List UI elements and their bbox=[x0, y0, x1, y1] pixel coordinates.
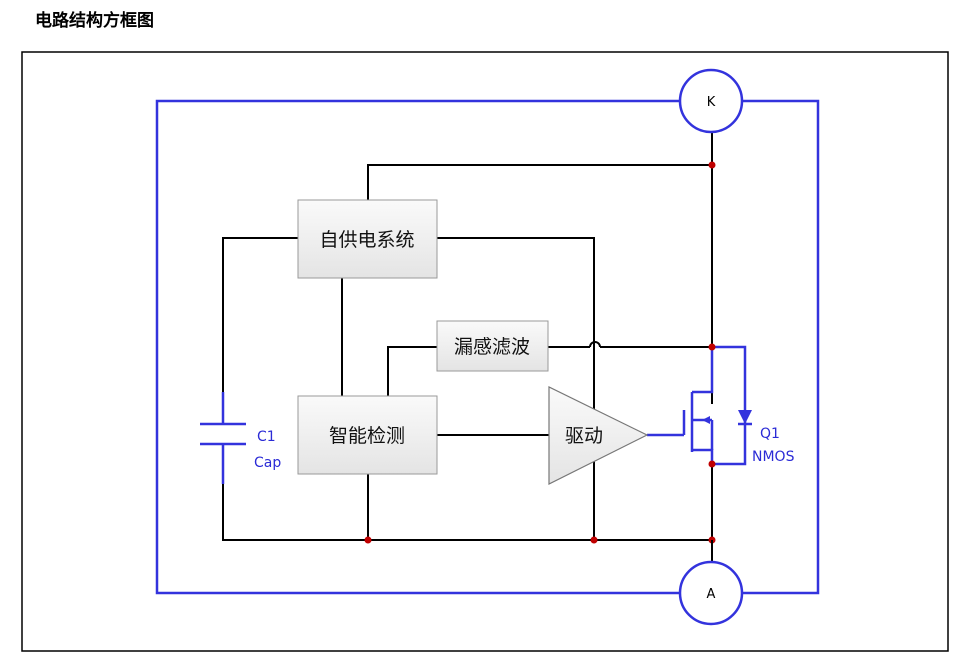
terminal-a-label: A bbox=[707, 587, 716, 602]
block-leak-filter: 漏感滤波 bbox=[436, 320, 549, 372]
block-self-power: 自供电系统 bbox=[297, 199, 438, 279]
transistor-type: NMOS bbox=[752, 449, 795, 465]
block-self-power-label: 自供电系统 bbox=[319, 229, 414, 251]
terminal-k-label: K bbox=[707, 95, 716, 110]
capacitor-c1 bbox=[200, 392, 246, 484]
diode-icon bbox=[738, 410, 752, 424]
block-smart-detect-label: 智能检测 bbox=[329, 425, 405, 447]
capacitor-type: Cap bbox=[254, 455, 281, 471]
terminal-k: K bbox=[678, 68, 744, 134]
mosfet-q1 bbox=[647, 345, 752, 466]
terminal-a: A bbox=[678, 560, 744, 626]
block-smart-detect: 智能检测 bbox=[297, 395, 438, 475]
page-title: 电路结构方框图 bbox=[35, 11, 154, 31]
block-driver-label: 驱动 bbox=[565, 425, 603, 447]
mosfet-arrow-icon bbox=[702, 416, 710, 424]
junction-dots bbox=[364, 161, 716, 544]
block-leak-filter-label: 漏感滤波 bbox=[454, 336, 530, 358]
capacitor-name: C1 bbox=[257, 429, 276, 445]
block-driver: 驱动 bbox=[548, 386, 649, 485]
diagram-frame bbox=[21, 51, 949, 652]
blue-loop-wires bbox=[155, 99, 820, 595]
transistor-name: Q1 bbox=[760, 426, 780, 442]
